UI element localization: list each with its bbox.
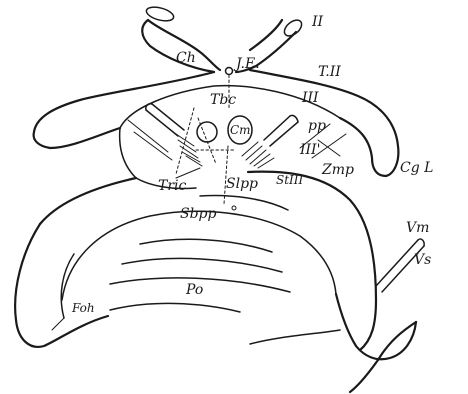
optic-tract-left-lower <box>50 128 120 148</box>
optic-tract-left <box>34 72 214 148</box>
rootlets-right <box>242 142 274 168</box>
label-Vm: Vm <box>406 220 429 236</box>
label-Vs: Vs <box>414 252 431 268</box>
label-Slpp: Slpp <box>226 176 258 192</box>
pons-outline-right <box>248 172 376 350</box>
label-StIII: StIII <box>276 173 304 187</box>
label-III-prime: III' <box>299 142 320 158</box>
medulla-bottom-edge <box>250 330 340 344</box>
label-CgL: Cg L <box>400 160 433 176</box>
pons-outline-upper <box>40 178 136 224</box>
foh-hatch <box>52 318 64 330</box>
label-Tbc: Tbc <box>210 92 236 108</box>
pontine-fibres <box>110 239 290 312</box>
label-III: III <box>301 90 319 106</box>
label-Sbpp: Sbpp <box>180 206 217 222</box>
label-pp: pp <box>308 118 326 134</box>
label-TII: T.II <box>318 64 341 80</box>
medulla-lower-contour <box>350 322 416 392</box>
pointer-tric <box>176 168 200 178</box>
label-Zmp: Zmp <box>321 162 354 178</box>
label-JE: J.E. <box>233 56 260 72</box>
label-Tric: Tric <box>158 178 187 194</box>
label-Po: Po <box>185 282 203 298</box>
label-II: II <box>311 14 324 30</box>
label-Cm: Cm <box>230 123 251 137</box>
oculomotor-nerve-left <box>146 104 184 136</box>
junction-point <box>226 68 233 75</box>
mamillary-body-left <box>197 122 217 142</box>
label-Foh: Foh <box>71 301 95 315</box>
oculomotor-nerve-right <box>264 115 298 146</box>
small-marker <box>232 206 236 210</box>
label-Ch: Ch <box>176 50 196 66</box>
